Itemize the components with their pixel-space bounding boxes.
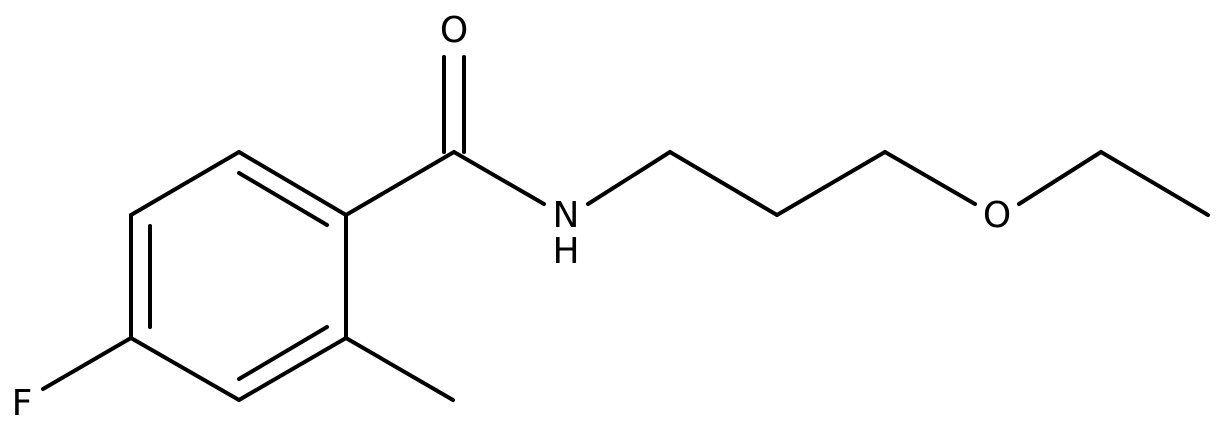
ring-bond-c2-c3 (129, 150, 241, 217)
ring-inner-bond-c5-c6 (237, 325, 329, 381)
ring-inner-bond-c1-c2 (237, 171, 329, 227)
atom-label-carbonyl-oxygen: O (440, 10, 468, 51)
atom-label-nitrogen-hydrogen: H (552, 231, 579, 272)
ring-bond-c1-c2 (237, 150, 348, 217)
carbonyl-to-nitrogen-bond (452, 150, 546, 206)
ether-to-ethyl-bond (1017, 150, 1103, 206)
atom-label-ether-oxygen: O (983, 195, 1011, 236)
nitrogen-to-chain-bond (586, 150, 672, 206)
chain-bond-2 (775, 150, 887, 217)
chain-bond-1 (668, 150, 779, 217)
ring-bond-c5-c6 (237, 336, 348, 402)
ethyl-bond (1099, 150, 1210, 217)
methyl-bond (344, 336, 455, 402)
chain-to-ether-bond (883, 150, 977, 206)
fluorine-bond (41, 336, 133, 391)
ring-bond-c4-c5 (129, 336, 241, 402)
atom-label-fluorine: F (12, 383, 33, 424)
atom-label-nitrogen: N (553, 195, 580, 236)
ring-to-carbonyl-bond (344, 150, 456, 217)
